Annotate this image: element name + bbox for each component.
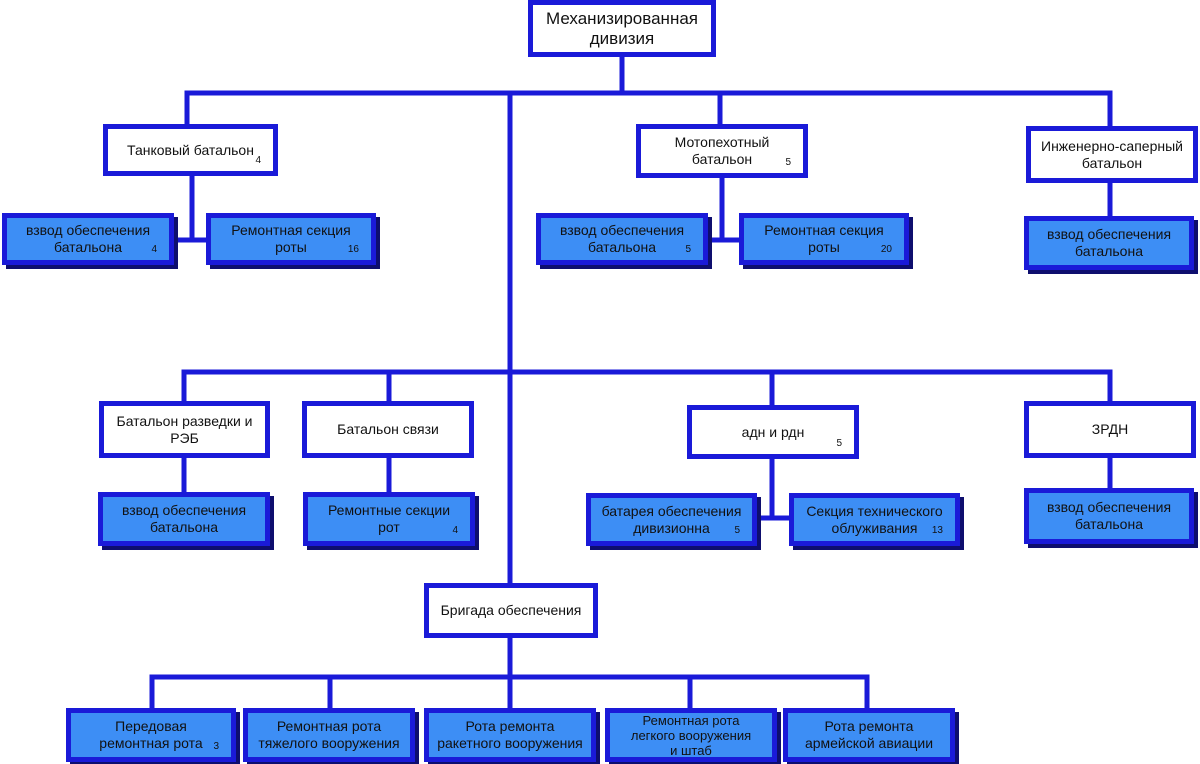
missile-repair-company-node: Рота ремонта ракетного вооружения [424,708,596,762]
node-count: 16 [347,244,359,255]
node-count: 5 [836,438,842,449]
node-label: Механизированная дивизия [545,8,698,48]
node-label: Ремонтные секции рот [327,502,451,535]
recon-support-platoon-node: взвод обеспечения батальона [98,492,270,546]
node-label: Мотопехотный батальон [674,134,770,167]
node-count: 5 [785,157,791,168]
node-label: Передовая ремонтная рота [99,718,203,751]
node-label: взвод обеспечения батальона [1046,226,1172,259]
army-aviation-repair-company-node: Рота ремонта армейской авиации [783,708,955,762]
engineer-support-platoon-node: взвод обеспечения батальона [1024,216,1194,270]
node-count: 20 [880,244,892,255]
node-label: Ремонтная рота легкого вооружения и штаб [630,712,752,758]
air-defense-support-platoon-node: взвод обеспечения батальона [1024,488,1194,544]
node-label: Ремонтная рота тяжелого вооружения [258,718,400,751]
node-label: Бригада обеспечения [440,602,582,618]
light-weapons-repair-company-node: Ремонтная рота легкого вооружения и штаб [605,708,777,762]
node-count: 4 [452,525,458,536]
tank-support-platoon-node: взвод обеспечения батальона 4 [2,213,174,265]
signal-battalion-node: Батальон связи [302,401,474,458]
node-label: Батальон связи [337,421,439,437]
tank-repair-section-node: Ремонтная секция роты 16 [206,213,376,265]
node-label: Ремонтная секция роты [764,222,884,255]
engineer-battalion-node: Инженерно-саперный батальон [1026,126,1198,183]
node-count: 3 [213,741,219,752]
node-label: взвод обеспечения батальона [559,222,685,255]
technical-maintenance-section-node: Секция технического облуживания 13 [789,493,960,546]
artillery-battalion-node: адн и рдн 5 [687,405,859,459]
forward-repair-company-node: Передовая ремонтная рота 3 [66,708,236,762]
tank-battalion-node: Танковый батальон 4 [103,124,278,176]
node-label: Рота ремонта армейской авиации [804,718,934,751]
root-division-node: Механизированная дивизия [528,0,716,57]
recon-ew-battalion-node: Батальон разведки и РЭБ [99,401,270,458]
node-count: 13 [931,525,943,536]
signal-repair-sections-node: Ремонтные секции рот 4 [303,492,475,546]
node-count: 4 [255,155,261,166]
node-label: Танковый батальон [127,141,254,158]
node-count: 4 [151,244,157,255]
node-label: взвод обеспечения батальона [25,222,151,255]
moto-support-platoon-node: взвод обеспечения батальона 5 [536,213,708,265]
node-count: 5 [685,244,691,255]
node-label: Батальон разведки и РЭБ [116,412,253,446]
node-label: Рота ремонта ракетного вооружения [437,718,583,751]
heavy-weapons-repair-company-node: Ремонтная рота тяжелого вооружения [243,708,415,762]
moto-battalion-node: Мотопехотный батальон 5 [636,124,808,178]
moto-repair-section-node: Ремонтная секция роты 20 [739,213,909,265]
node-label: взвод обеспечения батальона [121,502,247,535]
support-brigade-node: Бригада обеспечения [424,583,598,638]
node-label: адн и рдн [741,423,805,440]
artillery-support-battery-node: батарея обеспечения дивизионна 5 [586,493,757,546]
node-count: 5 [734,525,740,536]
air-defense-battalion-node: ЗРДН [1024,401,1196,458]
node-label: батарея обеспечения дивизионна [601,502,742,536]
node-label: Секция технического облуживания [806,502,943,536]
node-label: ЗРДН [1091,421,1129,437]
node-label: Инженерно-саперный батальон [1041,137,1183,171]
node-label: Ремонтная секция роты [231,222,351,255]
node-label: взвод обеспечения батальона [1046,499,1172,532]
